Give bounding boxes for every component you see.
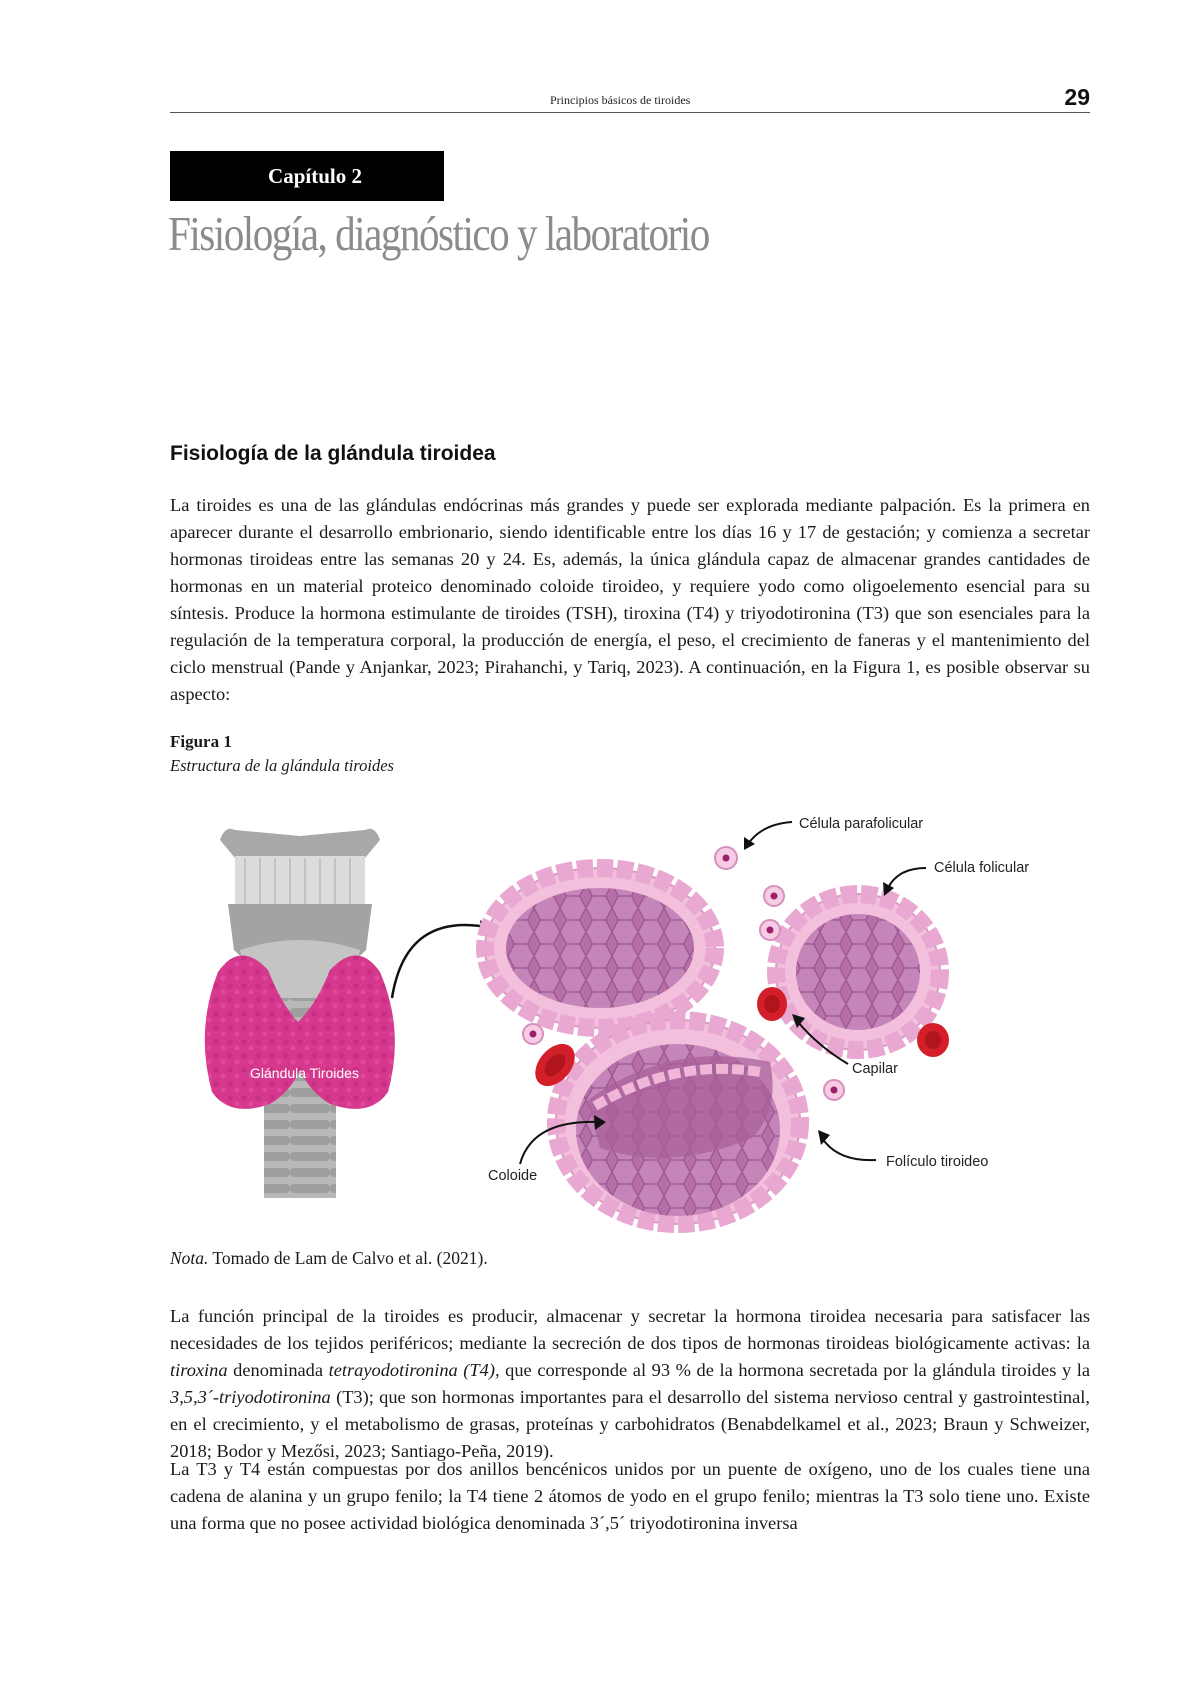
- figure-label: Figura 1: [170, 732, 232, 751]
- parafollicular-cells: [522, 846, 845, 1101]
- label-colloid: Coloide: [488, 1168, 537, 1184]
- running-title: Principios básicos de tiroides: [550, 93, 691, 107]
- figure-note: Nota.Tomado de Lam de Calvo et al. (2021…: [170, 1248, 488, 1269]
- follicle-right: [767, 885, 949, 1059]
- term-thyroxine: tiroxina: [170, 1360, 228, 1380]
- gland-label: Glándula Tiroides: [250, 1065, 359, 1081]
- paragraph-2-text-a: La función principal de la tiroides es p…: [170, 1306, 1090, 1353]
- label-follicular: Célula folicular: [934, 860, 1029, 876]
- paragraph-2-text-e: que corresponde al 93 % de la hormona se…: [499, 1360, 1091, 1380]
- figure-annotations: Célula parafolicular Célula folicular Ca…: [488, 816, 1029, 1184]
- label-follicle: Folículo tiroideo: [886, 1154, 988, 1170]
- paragraph-1: La tiroides es una de las glándulas endó…: [170, 495, 1090, 704]
- paragraph-3: La T3 y T4 están compuestas por dos anil…: [170, 1459, 1090, 1533]
- figure-caption: Estructura de la glándula tiroides: [170, 756, 394, 775]
- follicle-cut: [547, 1011, 809, 1233]
- thyroid-gland: Glándula Tiroides: [204, 955, 395, 1109]
- chapter-label: Capítulo 2: [170, 151, 444, 201]
- section-heading: Fisiología de la glándula tiroidea: [170, 442, 496, 465]
- follicle-upper-left: [476, 859, 724, 1037]
- term-t4: tetrayodotironina (T4),: [328, 1360, 500, 1380]
- pointer-arrow: [390, 923, 493, 999]
- figure-note-text: Tomado de Lam de Calvo et al. (2021).: [212, 1248, 488, 1268]
- running-header: Principios básicos de tiroides 29: [170, 84, 1090, 113]
- label-capillary: Capilar: [852, 1061, 898, 1077]
- thyroid-illustration: Glándula Tiroides: [204, 816, 1029, 1233]
- label-parafollicular: Célula parafolicular: [799, 816, 923, 832]
- paragraph-2: La función principal de la tiroides es p…: [170, 1303, 1090, 1465]
- figure-note-label: Nota.: [170, 1248, 209, 1268]
- capillary-blood-cells: [535, 987, 949, 1087]
- paragraph-2-text-c: denominada: [227, 1360, 329, 1380]
- thyroid-figure: Glándula Tiroides: [170, 800, 1090, 1240]
- chapter-title: Fisiología, diagnóstico y laboratorio: [168, 206, 710, 261]
- term-t3: 3,5,3´-triyodotironina: [170, 1387, 331, 1407]
- paragraph-2-text-g: (T3); que son hormonas importantes para …: [170, 1387, 1090, 1461]
- page-number: 29: [1064, 84, 1090, 110]
